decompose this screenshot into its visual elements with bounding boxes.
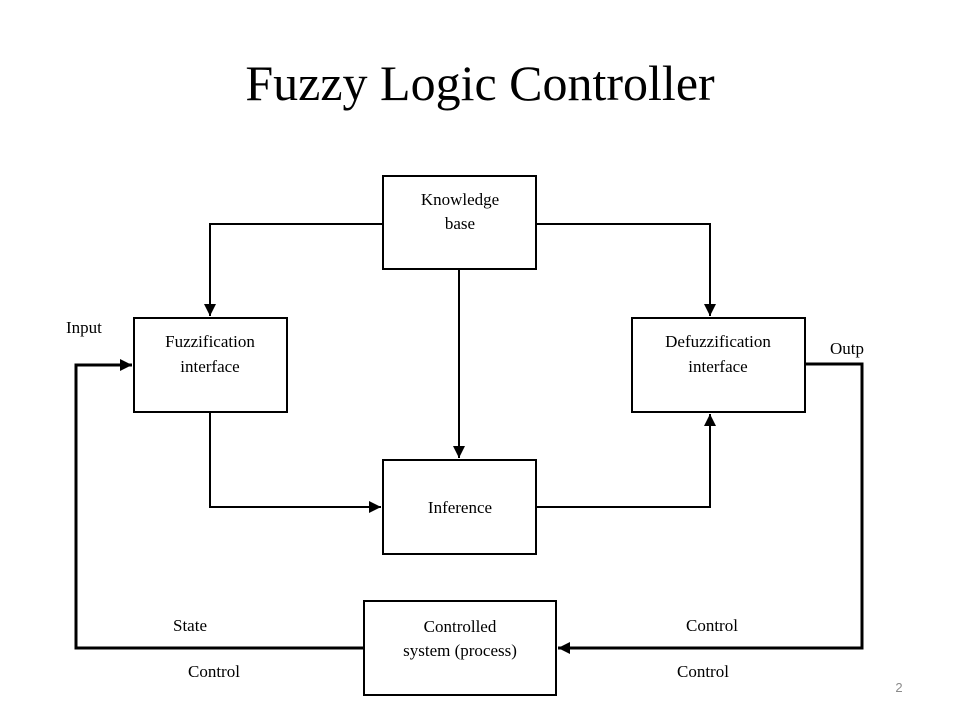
fuzzification-block: Fuzzification interface: [133, 317, 288, 413]
control-label-right-bottom: Control: [677, 662, 729, 681]
fuzzification-label-line2: interface: [180, 357, 239, 376]
control-label-left: Control: [188, 662, 240, 681]
controlled-system-label-line1: Controlled: [424, 617, 497, 636]
fuzzification-label-line1: Fuzzification: [165, 332, 255, 351]
control-label-right-top: Control: [686, 616, 738, 635]
arrow-state-feedback-to-fuzzification: [74, 359, 364, 650]
slide-number: 2: [895, 680, 903, 695]
knowledge-base-label-line2: base: [445, 214, 475, 233]
defuzzification-label-line1: Defuzzification: [665, 332, 771, 351]
output-label: Outp: [830, 339, 864, 358]
inference-label: Inference: [428, 498, 492, 517]
arrow-fuzzification-to-inference: [209, 412, 381, 513]
defuzzification-block: Defuzzification interface: [631, 317, 806, 413]
defuzzification-label-line2: interface: [688, 357, 747, 376]
arrow-knowledge-to-defuzzification: [536, 223, 716, 316]
arrow-knowledge-to-fuzzification: [204, 223, 383, 316]
knowledge-base-label-line1: Knowledge: [421, 190, 499, 209]
arrow-inference-to-defuzzification: [536, 414, 716, 508]
input-label: Input: [66, 318, 102, 337]
controlled-system-block: Controlled system (process): [363, 600, 557, 696]
controlled-system-label-line2: system (process): [403, 641, 517, 660]
arrow-output-to-controlled-system: [558, 362, 864, 654]
knowledge-base-block: Knowledge base: [382, 175, 537, 270]
inference-block: Inference: [382, 459, 537, 555]
slide-title: Fuzzy Logic Controller: [245, 55, 715, 111]
state-label: State: [173, 616, 207, 635]
